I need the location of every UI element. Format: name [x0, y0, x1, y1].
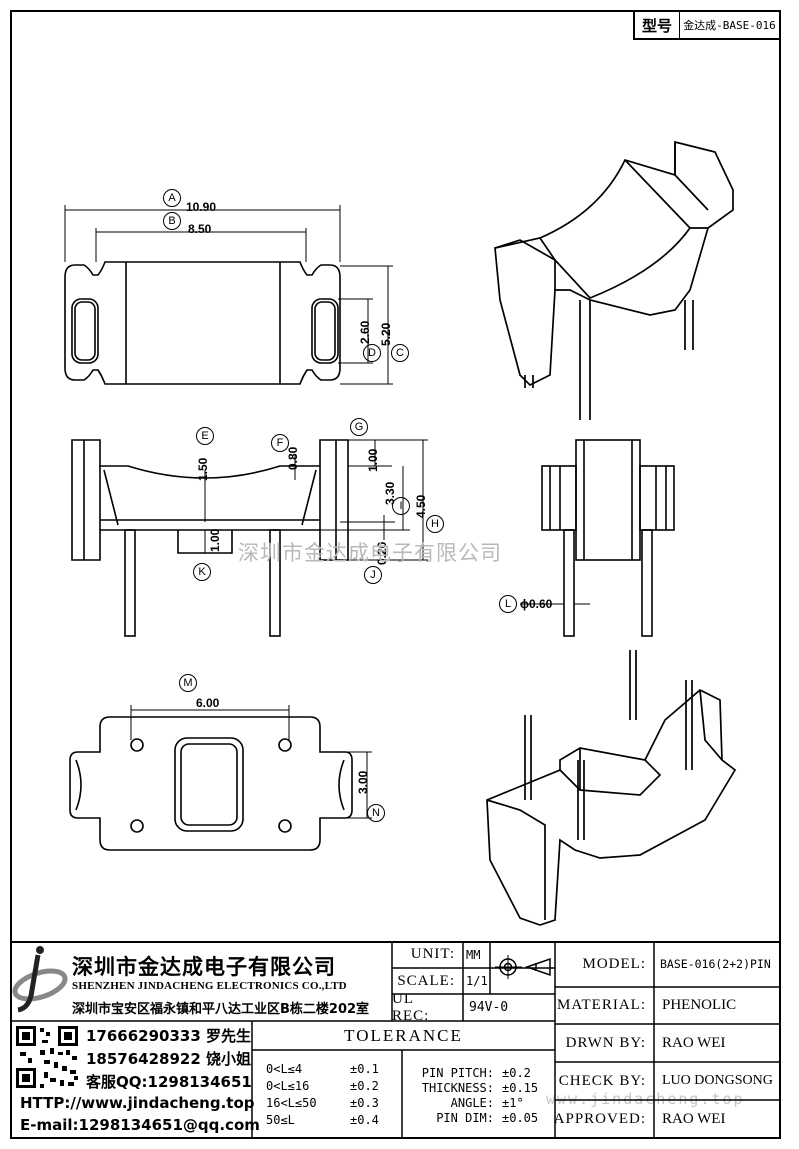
technical-drawing — [64, 140, 737, 926]
callout-l: L — [499, 595, 517, 613]
dim-m-value: 6.00 — [196, 696, 220, 710]
material-label: MATERIAL: — [557, 997, 646, 1013]
dim-d-value: 2.60 — [358, 320, 372, 344]
callout-n: N — [367, 804, 385, 822]
drawing-frame — [10, 10, 781, 1139]
front-view — [71, 439, 428, 637]
contact-email[interactable]: E-mail:1298134651@qq.com — [20, 1116, 260, 1134]
callout-e: E — [196, 427, 214, 445]
callout-j: J — [364, 566, 382, 584]
callout-i: I — [392, 497, 410, 515]
company-name-en: SHENZHEN JINDACHENG ELECTRONICS CO.,LTD — [72, 980, 347, 992]
approved-label: APPROVED: — [553, 1111, 646, 1127]
callout-c: C — [391, 344, 409, 362]
callout-g: G — [350, 418, 368, 436]
tol-range-3: 16<L≤50 — [266, 1096, 317, 1110]
watermark-url: www.jindacheng.top — [546, 1090, 745, 1108]
scale-label: SCALE: — [397, 972, 455, 989]
tol-range-1: 0<L≤4 — [266, 1062, 303, 1076]
drawn-by-value: RAO WEI — [662, 1034, 726, 1051]
contact-phone-2: 18576428922 饶小姐 — [86, 1050, 252, 1068]
check-by-value: LUO DONGSONG — [662, 1073, 773, 1088]
dim-k-value: 1.00 — [208, 528, 222, 552]
ulrec-label: UL REC: — [392, 990, 430, 1024]
tol-item-value-4: ±0.05 — [502, 1111, 539, 1125]
tol-item-1: PIN PITCH: — [421, 1066, 494, 1080]
ulrec-value: 94V-0 — [469, 1000, 509, 1015]
model-tag: 型号 金达成-BASE-016 — [633, 12, 779, 40]
drawn-by-label: DRWN BY: — [565, 1034, 646, 1051]
dim-c-value: 5.20 — [379, 322, 393, 346]
isometric-bottom-view — [486, 650, 737, 926]
model-label: MODEL: — [582, 955, 646, 972]
unit-value: MM — [466, 947, 481, 962]
dim-a-value: 10.90 — [186, 200, 217, 214]
tol-range-4: 50≤L — [266, 1113, 295, 1127]
tol-item-2: THICKNESS: — [421, 1081, 494, 1095]
tol-item-value-1: ±0.2 — [502, 1066, 531, 1080]
tol-item-value-3: ±1° — [502, 1096, 524, 1110]
tol-value-4: ±0.4 — [350, 1113, 379, 1127]
model-tag-key: 型号 — [635, 12, 680, 38]
company-name-cn: 深圳市金达成电子有限公司 — [72, 955, 336, 979]
contact-website[interactable]: HTTP://www.jindacheng.top — [20, 1094, 255, 1112]
dim-e-value: 1.50 — [196, 457, 210, 481]
material-value: PHENOLIC — [662, 997, 737, 1013]
callout-b: B — [163, 212, 181, 230]
dim-b-value: 8.50 — [188, 222, 212, 236]
dim-h-value: 4.50 — [414, 494, 428, 518]
tol-item-value-2: ±0.15 — [502, 1081, 539, 1095]
dim-f-value: 0.80 — [286, 446, 300, 470]
callout-d: D — [363, 344, 381, 362]
tol-value-3: ±0.3 — [350, 1096, 379, 1110]
check-by-label: CHECK BY: — [558, 1072, 646, 1089]
contact-qq: 客服QQ:1298134651 — [86, 1073, 252, 1091]
callout-a: A — [163, 189, 181, 207]
callout-h: H — [426, 515, 444, 533]
tolerance-title: TOLERANCE — [344, 1025, 463, 1045]
isometric-top-view — [494, 140, 734, 420]
dim-g-value: 1.00 — [366, 448, 380, 472]
callout-m: M — [179, 674, 197, 692]
tol-value-1: ±0.1 — [350, 1062, 379, 1076]
contact-phone-1: 17666290333 罗先生 — [86, 1027, 252, 1045]
title-block — [10, 941, 781, 1139]
company-address: 深圳市宝安区福永镇和平八达工业区B栋二楼202室 — [72, 1002, 370, 1017]
model-tag-value: 金达成-BASE-016 — [683, 19, 776, 32]
approved-value: RAO WEI — [662, 1111, 726, 1127]
tol-item-4: PIN DIM: — [436, 1111, 494, 1125]
watermark-text: 深圳市金达成电子有限公司 — [238, 541, 502, 565]
callout-f: F — [271, 434, 289, 452]
tol-value-2: ±0.2 — [350, 1079, 379, 1093]
top-view — [64, 205, 393, 385]
dim-l-value: ϕ0.60 — [520, 597, 553, 611]
bottom-view — [69, 705, 372, 851]
scale-value: 1/1 — [466, 974, 488, 988]
model-value: BASE-016(2+2)PIN — [660, 957, 771, 971]
side-view — [520, 439, 675, 637]
unit-label: UNIT: — [410, 946, 455, 962]
callout-k: K — [193, 563, 211, 581]
dim-n-value: 3.00 — [356, 770, 370, 794]
tol-item-3: ANGLE: — [450, 1096, 494, 1110]
tol-range-2: 0<L≤16 — [266, 1079, 310, 1093]
